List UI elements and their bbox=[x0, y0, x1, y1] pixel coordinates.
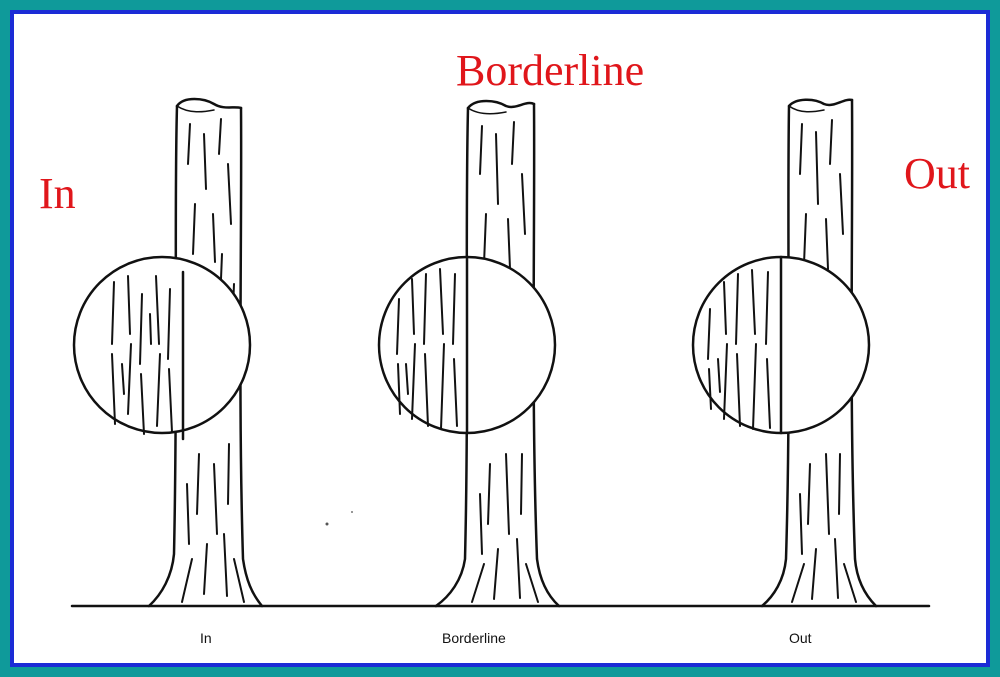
label-borderline: Borderline bbox=[456, 49, 644, 93]
label-out: Out bbox=[904, 152, 970, 196]
diagram-frame: In Borderline Out In Borderline Out bbox=[10, 10, 990, 667]
label-in: In bbox=[39, 172, 76, 216]
caption-borderline: Borderline bbox=[442, 630, 506, 646]
tree-illustration bbox=[14, 14, 986, 663]
tree-borderline bbox=[379, 101, 559, 606]
tree-out bbox=[693, 100, 876, 606]
tree-in bbox=[74, 99, 262, 606]
caption-in: In bbox=[200, 630, 212, 646]
prism-circle-in bbox=[74, 257, 250, 433]
caption-out: Out bbox=[789, 630, 812, 646]
